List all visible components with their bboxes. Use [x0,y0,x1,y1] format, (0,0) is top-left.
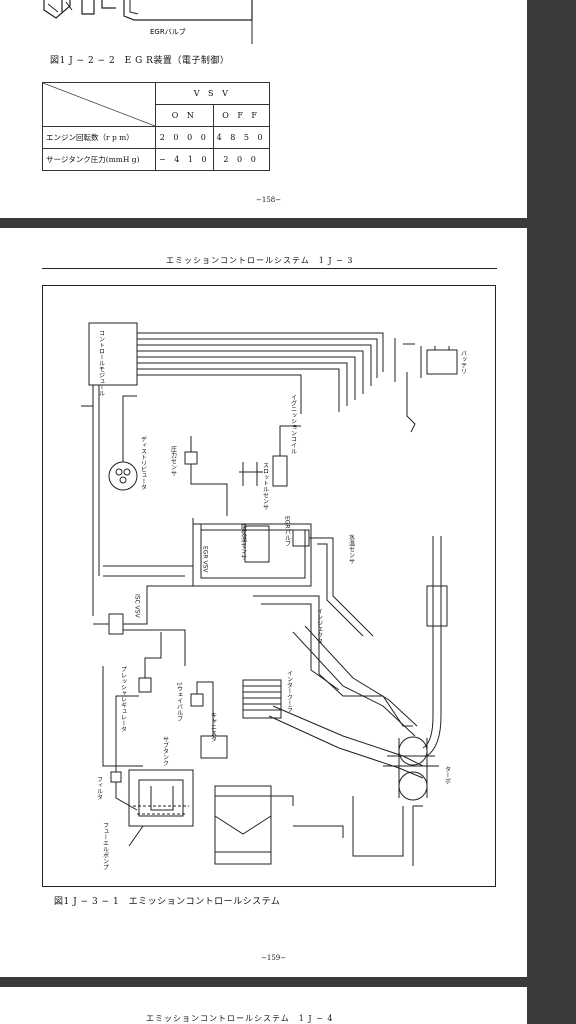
figure-caption-1j-2-2: 図1 J − 2 − 2 E G R装置（電子制御） [50,56,230,66]
intercooler [242,679,282,719]
label-sub-tank: サブタンク [162,736,169,766]
cell-rpm-on: 2 0 0 0 [155,126,214,149]
exhaust-pipe [426,536,448,716]
header-rule [42,268,497,269]
label-injector: インジェクタ [316,608,323,644]
throttle-body [239,462,263,486]
pressure-regulator [138,677,152,693]
label-canister: キャニスタ [210,712,217,742]
figure-caption-1j-3-1: 図1 J − 3 − 1 エミッションコントロールシステム [54,897,281,907]
label-intake-temp-sensor: 吸気温センサ [240,524,247,560]
emission-system-schematic: コントロールモジュール バッテリ ディストリビュータ イグニッションコイル 圧力… [81,322,467,870]
egr-figure-fragment: EGRバルブ [43,0,253,44]
distributor-circle [108,461,138,491]
running-head-1j-4: エミッションコントロールシステム 1 J − 4 [146,1014,334,1023]
label-control-module: コントロールモジュール [98,330,105,396]
vsv-table: V S V O N O F F エンジン回転数（r p m） 2 0 0 0 4… [42,82,270,171]
fuel-filter [110,771,122,783]
cell-pressure-off: 2 0 0 [212,148,270,171]
label-fuel-pump: フューエルポンプ [102,822,109,870]
isc-vsv [108,613,124,635]
label-pressure-sensor: 圧力センサ [170,446,177,476]
emission-control-diagram: コントロールモジュール バッテリ ディストリビュータ イグニッションコイル 圧力… [42,285,496,887]
label-turbo: ターボ [444,766,451,784]
surge-tank [244,525,270,563]
label-ignition-coil: イグニッションコイル [290,394,297,454]
label-egr-valve: EGRバルブ [284,516,291,547]
fuel-tank [128,769,194,827]
label-water-temp-sensor: 水温センサ [348,533,355,564]
pressure-sensor [184,451,198,465]
table-group-header: V S V [155,82,270,105]
viewer-background [527,0,576,1024]
control-module-box [88,322,138,386]
egr-valve-fragment-label: EGRバルブ [150,27,186,36]
table-col-header-off: O F F [212,104,270,127]
document-page-158: EGRバルブ 図1 J − 2 − 2 E G R装置（電子制御） V S V … [0,0,527,218]
row-label-rpm: エンジン回転数（r p m） [42,126,156,149]
label-battery: バッテリ [460,350,467,374]
label-throttle-sensor: スロットルセンサ [262,462,269,510]
label-one-way-valve: 1ウェイバルブ [176,682,183,722]
label-intercooler: インタークーラ [286,670,293,712]
table-row: サージタンク圧力(mmH g) − 4 1 0 2 0 0 [42,148,270,171]
ignition-coil [272,455,288,487]
air-cleaner [214,785,272,865]
row-label-pressure: サージタンク圧力(mmH g) [42,148,156,171]
cell-pressure-on: − 4 1 0 [155,148,214,171]
battery-box [426,349,458,375]
egr-valve [292,529,310,547]
label-distributor: ディストリビュータ [140,435,147,490]
label-filter: フィルタ [96,776,103,800]
page-number-159: −159− [261,954,287,962]
page-number-158: −158− [256,196,282,204]
document-page-1j-4: エミッションコントロールシステム 1 J − 4 [0,987,527,1024]
label-isc-vsv: ISC VSV [134,594,141,619]
document-page-159: エミッションコントロールシステム 1 J − 3 [0,228,527,977]
canister [200,735,228,759]
one-way-valve [190,693,204,707]
cell-rpm-off: 4 8 5 0 [212,126,270,149]
table-col-header-on: O N [155,104,214,127]
running-head-1j-3: エミッションコントロールシステム 1 J − 3 [166,256,354,265]
label-pressure-regulator: プレッシャレギュレータ [120,666,127,732]
table-corner-cell [42,82,156,127]
label-egr-vsv: EGR VSV [202,546,209,573]
table-row: エンジン回転数（r p m） 2 0 0 0 4 8 5 0 [42,126,270,149]
